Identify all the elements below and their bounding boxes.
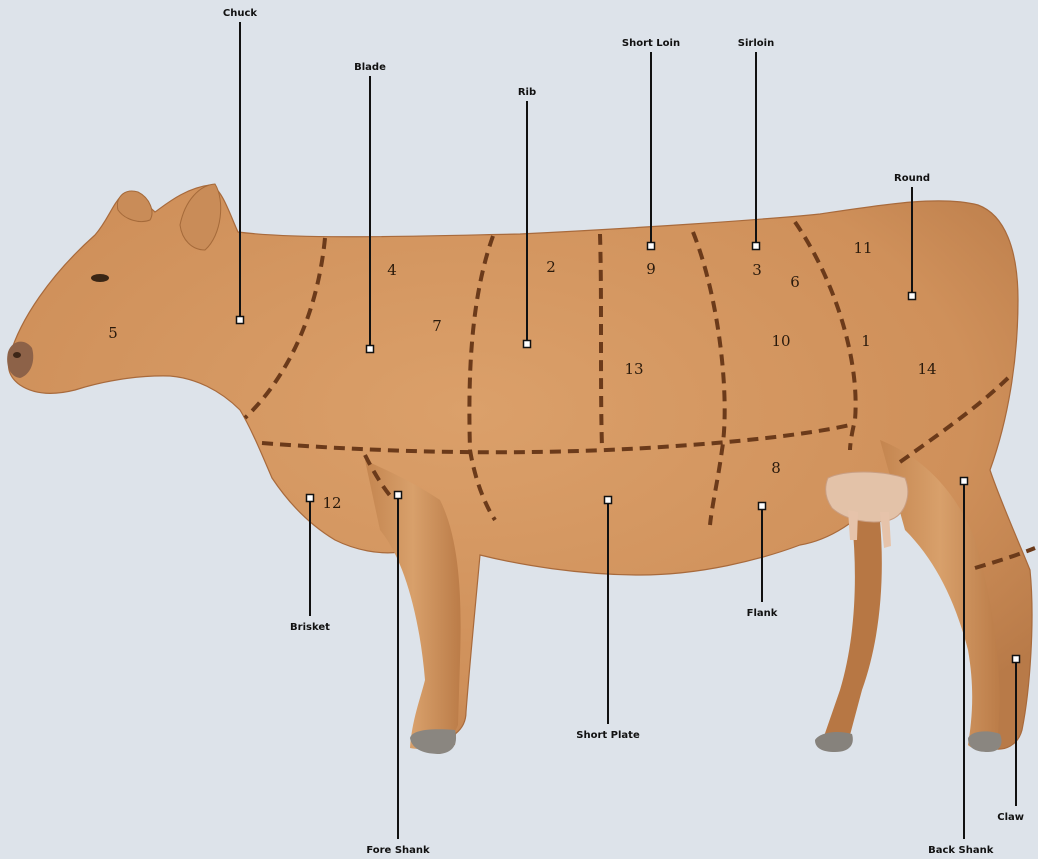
short-plate-marker [605,497,612,504]
back-shank-marker [961,478,968,485]
claw-marker [1013,656,1020,663]
eye [91,274,109,282]
brisket-label: Brisket [290,622,330,633]
fore-shank-marker [395,492,402,499]
fore-shank-label: Fore Shank [366,845,429,856]
teat [848,510,858,540]
cow-body [8,185,1032,749]
sirloin-label: Sirloin [738,38,774,49]
far-fore-hoof [815,732,853,752]
blade-label: Blade [354,62,386,73]
brisket-marker [307,495,314,502]
far-hind-leg [822,520,882,745]
flank-marker [759,503,766,510]
flank-label: Flank [747,608,778,619]
rib-marker [524,341,531,348]
cut-number-14: 14 [917,360,936,378]
short-loin-marker [648,243,655,250]
cut-number-2: 2 [546,258,556,276]
round-label: Round [894,173,930,184]
short-loin-label: Short Loin [622,38,680,49]
nostril [13,352,21,358]
hind-hoof [968,731,1002,752]
blade-marker [367,346,374,353]
cut-number-1: 1 [861,332,871,350]
cut-number-13: 13 [624,360,643,378]
cut-number-9: 9 [646,260,656,278]
cut-number-10: 10 [771,332,790,350]
cut-number-6: 6 [790,273,800,291]
cut-number-12: 12 [322,494,341,512]
claw-label: Claw [997,812,1024,823]
chuck-marker [237,317,244,324]
cut-number-8: 8 [771,459,781,477]
fore-hoof [410,729,456,754]
cut-number-5: 5 [108,324,118,342]
chuck-label: Chuck [223,8,257,19]
cut-number-4: 4 [387,261,397,279]
round-marker [909,293,916,300]
back-shank-label: Back Shank [928,845,993,856]
rib-label: Rib [518,87,536,98]
cut-number-7: 7 [432,317,442,335]
cut-number-11: 11 [853,239,872,257]
cut-number-3: 3 [752,261,762,279]
sirloin-marker [753,243,760,250]
short-plate-label: Short Plate [576,730,639,741]
